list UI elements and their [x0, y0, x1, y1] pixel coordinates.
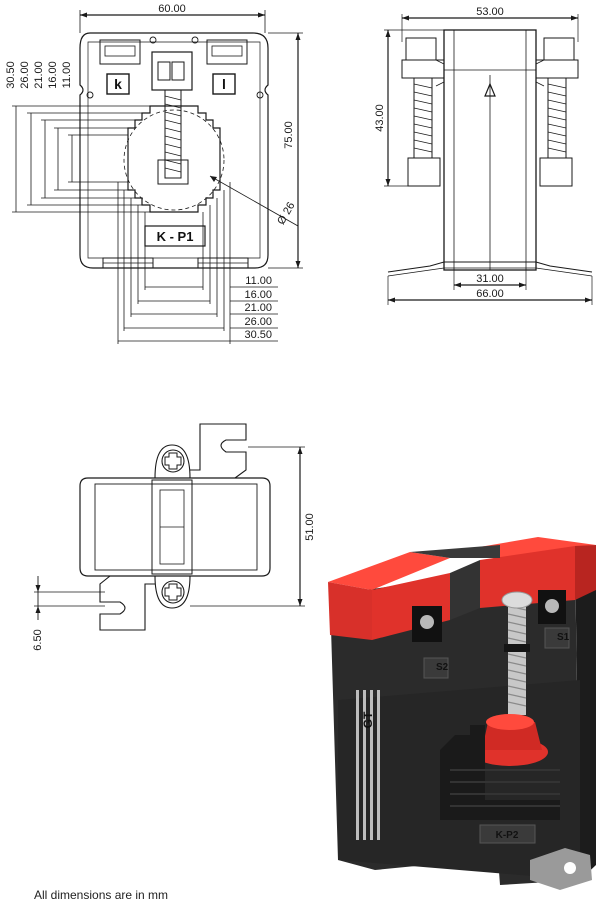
photo-body-marking: K-P2	[496, 830, 519, 841]
side-top-width-label: 53.00	[476, 6, 504, 18]
top-screw-head	[161, 449, 185, 473]
photo-screw-thread	[508, 600, 526, 715]
side-base-width-label: 66.00	[476, 288, 504, 300]
photo-terminal-mark-s1: S1	[557, 632, 570, 643]
bottom-screw-head	[161, 580, 185, 604]
bottom-dim-label-3: 21.00	[244, 302, 272, 314]
bottom-dim-label-2: 16.00	[244, 289, 272, 301]
photo-brand-logo: GT	[361, 711, 375, 728]
product-photo	[328, 537, 596, 890]
top-view	[34, 423, 305, 631]
bottom-dimension-lines	[117, 182, 278, 344]
stepped-window	[127, 105, 221, 213]
side-view	[384, 14, 593, 305]
side-height-label: 43.00	[374, 104, 386, 132]
left-dim-label-1: 30.50	[5, 61, 17, 89]
bottom-dim-label-5: 30.50	[244, 329, 272, 341]
units-caption: All dimensions are in mm	[34, 888, 169, 902]
top-body	[79, 477, 271, 577]
terminal-slot-right	[206, 39, 248, 65]
screw-thread	[164, 89, 182, 179]
left-dim-label-2: 26.00	[19, 61, 31, 89]
diameter-label: Ø 26	[275, 200, 297, 227]
top-height-label: 51.00	[304, 513, 316, 541]
top-offset-label: 6.50	[32, 629, 44, 650]
side-inner-width-label: 31.00	[476, 273, 504, 285]
left-dim-label-3: 21.00	[33, 61, 45, 89]
bottom-dim-label-4: 26.00	[244, 316, 272, 328]
photo-terminal-mark-s2: S2	[436, 662, 449, 673]
front-width-label: 60.00	[158, 3, 186, 15]
front-housing-outline	[79, 32, 269, 269]
front-view	[12, 10, 303, 344]
left-dim-label-5: 11.00	[61, 62, 73, 89]
terminal-label-k: k	[114, 76, 122, 92]
terminal-slot-left	[99, 39, 141, 65]
bottom-dim-label-1: 11.00	[245, 275, 272, 287]
diameter-circle	[123, 109, 225, 211]
terminal-label-l: l	[222, 76, 226, 92]
left-dim-label-4: 16.00	[47, 61, 59, 89]
marking-label: K - P1	[157, 229, 194, 244]
front-height-label: 75.00	[283, 121, 295, 149]
left-dimension-lines	[12, 105, 150, 213]
